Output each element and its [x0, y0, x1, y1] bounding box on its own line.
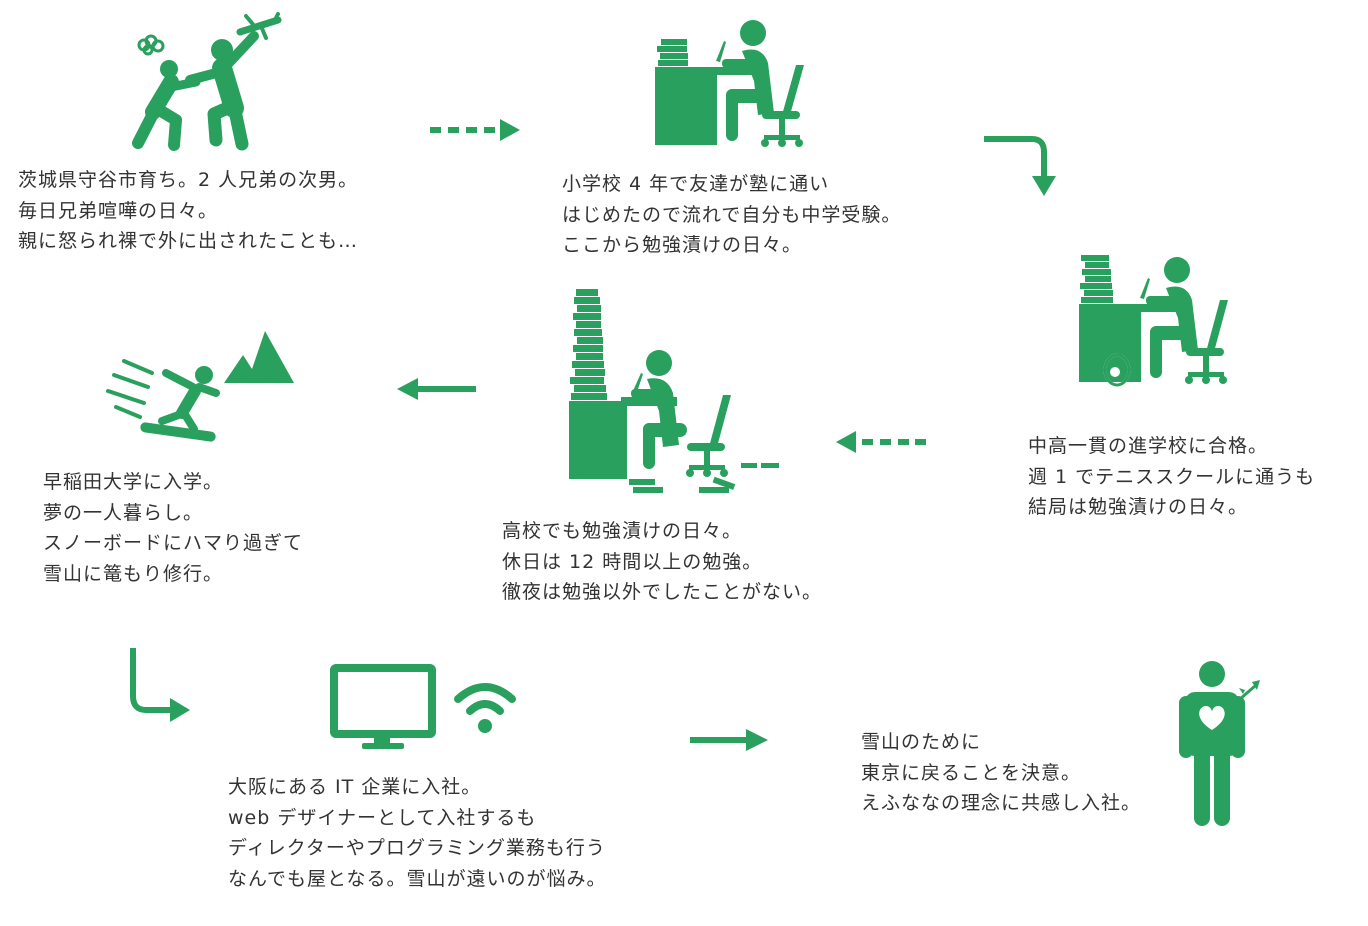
text-line: はじめたので流れで自分も中学受験。: [562, 203, 902, 226]
text-line: ディレクターやプログラミング業務も行う: [228, 837, 606, 859]
bent-arrow-right: [126, 646, 192, 724]
step-3-text: 中高一貫の進学校に合格。 週 1 でテニススクールに通うも 結局は勉強漬けの日々…: [1028, 431, 1315, 523]
study-desk-piles-icon: [563, 283, 788, 498]
bent-arrow-down: [982, 132, 1062, 200]
text-line: 結局は勉強漬けの日々。: [1028, 496, 1249, 518]
text-line: 休日は 12 時間以上の勉強。: [502, 550, 763, 573]
text-line: 高校でも勉強漬けの日々。: [502, 520, 743, 542]
text-line: 雪山のために: [861, 731, 982, 753]
monitor-wifi-icon: [330, 664, 530, 754]
text-line: 週 1 でテニススクールに通うも: [1028, 465, 1316, 488]
study-desk-tennis-icon: [1075, 252, 1240, 392]
step-1-text: 茨城県守谷市育ち。2 人兄弟の次男。 毎日兄弟喧嘩の日々。 親に怒られ裸で外に出…: [18, 165, 358, 257]
step-2-text: 小学校 4 年で友達が塾に通い はじめたので流れで自分も中学受験。 ここから勉強…: [562, 169, 901, 261]
step-6-text: 大阪にある IT 企業に入社。 web デザイナーとして入社するも ディレクター…: [228, 772, 606, 894]
study-desk-icon: [650, 15, 810, 150]
step-4-text: 高校でも勉強漬けの日々。 休日は 12 時間以上の勉強。 徹夜は勉強以外でしたこ…: [502, 516, 822, 608]
text-line: web デザイナーとして入社するも: [228, 806, 537, 829]
text-line: えふななの理念に共感し入社。: [861, 792, 1142, 814]
text-line: 早稲田大学に入学。: [43, 471, 224, 493]
text-line: 夢の一人暮らし。: [43, 501, 204, 524]
heart-arrow-person-icon: [1175, 660, 1265, 830]
step-7-text: 雪山のために 東京に戻ることを決意。 えふななの理念に共感し入社。: [861, 727, 1141, 819]
arrow-right: [686, 727, 772, 753]
text-line: 東京に戻ることを決意。: [861, 761, 1082, 784]
arrow-left: [394, 376, 480, 402]
text-line: スノーボードにハマり過ぎて: [43, 532, 304, 554]
text-line: 親に怒られ裸で外に出されたことも…: [18, 230, 359, 252]
step-5-text: 早稲田大学に入学。 夢の一人暮らし。 スノーボードにハマり過ぎて 雪山に篭もり修…: [43, 467, 303, 589]
text-line: 茨城県守谷市育ち。2 人兄弟の次男。: [18, 169, 359, 191]
text-line: 徹夜は勉強以外でしたことがない。: [502, 581, 823, 603]
text-line: 大阪にある IT 企業に入社。: [228, 776, 482, 798]
snowboarder-mountain-icon: [100, 325, 300, 445]
text-line: 毎日兄弟喧嘩の日々。: [18, 199, 219, 222]
text-line: 小学校 4 年で友達が塾に通い: [562, 173, 830, 195]
dashed-arrow-right: [428, 118, 524, 142]
text-line: 雪山に篭もり修行。: [43, 562, 224, 585]
fighting-siblings-icon: [118, 10, 288, 155]
text-line: なんでも屋となる。雪山が遠いのが悩み。: [228, 867, 607, 890]
text-line: ここから勉強漬けの日々。: [562, 234, 803, 256]
text-line: 中高一貫の進学校に合格。: [1028, 435, 1269, 457]
dashed-arrow-left: [834, 430, 930, 454]
